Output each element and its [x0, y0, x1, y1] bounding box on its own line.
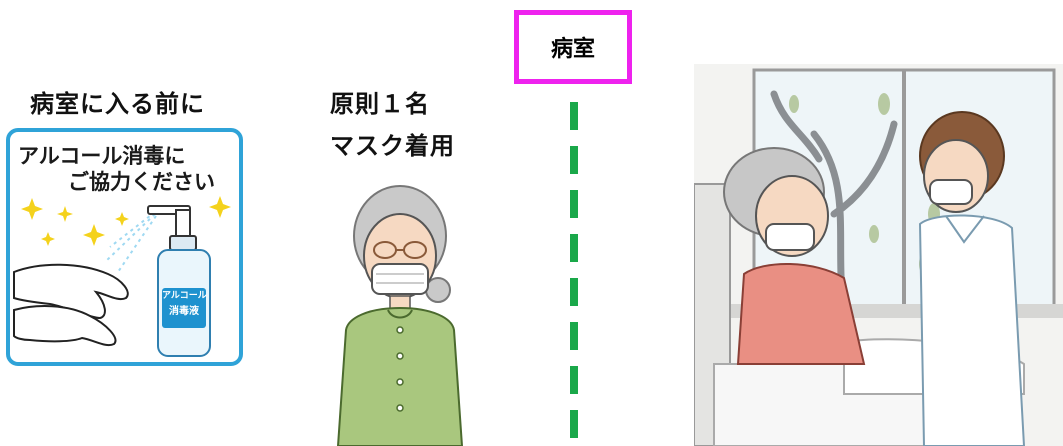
masked-elderly-woman-illustration [336, 185, 464, 446]
poster-line-1: アルコール消毒に [18, 144, 186, 168]
patient-room-illustration [694, 64, 1063, 446]
bottle-label-line2: 消毒液 [169, 306, 199, 317]
one-person-rule-heading: 原則１名 [330, 90, 430, 118]
patient-room-sign: 病室 [514, 10, 632, 84]
sanitizer-illustration [13, 196, 231, 357]
hands-icon [13, 263, 129, 347]
sparkle-icon [21, 196, 231, 246]
wear-mask-heading: マスク着用 [330, 132, 455, 160]
bottle-label-line1: アルコール [162, 291, 207, 301]
poster-line-2: ご協力ください [68, 170, 215, 194]
patient-room-label: 病室 [550, 37, 595, 62]
room-boundary-divider [570, 102, 578, 446]
before-entering-heading: 病室に入る前に [30, 90, 205, 118]
spray-bottle-icon [147, 205, 211, 357]
alcohol-disinfection-poster: アルコール消毒に ご協力ください [6, 128, 243, 366]
